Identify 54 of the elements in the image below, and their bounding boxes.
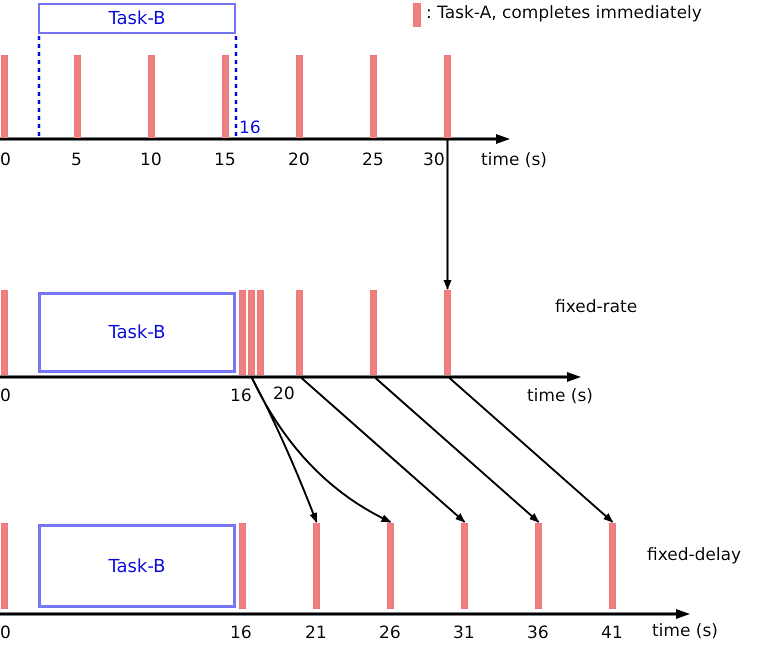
arrow <box>374 377 540 523</box>
tick-label: 16 <box>230 386 252 406</box>
task-bar <box>535 523 542 609</box>
task-bar <box>313 523 320 609</box>
tick-label: 16 <box>230 623 252 643</box>
arrow <box>444 140 452 290</box>
tick-label: 0 <box>0 623 11 643</box>
task-bar <box>1 523 8 609</box>
task-bar <box>148 55 155 138</box>
legend-text: : Task-A, completes immediately <box>426 3 702 23</box>
task-bar <box>239 523 246 609</box>
task-bar <box>1 55 8 138</box>
tick-label: 0 <box>0 386 11 406</box>
axis-label: time (s) <box>527 386 593 406</box>
tick-label: 0 <box>0 150 11 170</box>
task-box: Task-B <box>38 292 236 373</box>
row-label: fixed-rate <box>555 297 638 317</box>
row-label: fixed-delay <box>647 545 742 565</box>
tick-label: 20 <box>288 150 310 170</box>
task-bar <box>296 55 303 138</box>
arrow <box>250 376 392 523</box>
tick-label: 15 <box>214 150 236 170</box>
tick-label: 31 <box>453 623 475 643</box>
tick-label: 5 <box>71 150 82 170</box>
task-bar <box>1 290 8 375</box>
task-bar <box>239 290 246 375</box>
tick-label: 20 <box>273 384 295 404</box>
arrow <box>448 377 614 523</box>
tick-label: 41 <box>601 623 623 643</box>
tick-label: 30 <box>423 150 445 170</box>
axis-label: time (s) <box>481 150 547 170</box>
task-bar <box>257 290 264 375</box>
task-bar <box>248 290 255 375</box>
tick-label: 10 <box>140 150 162 170</box>
task-bar <box>370 55 377 138</box>
task-box: Task-B <box>38 3 236 34</box>
tick-label: 21 <box>305 623 327 643</box>
task-bar <box>444 290 451 375</box>
axis-label: time (s) <box>652 621 718 641</box>
tick-label: 16 <box>239 118 261 138</box>
task-bar <box>74 55 81 138</box>
task-bar <box>296 290 303 375</box>
arrow <box>250 376 318 523</box>
task-box: Task-B <box>38 524 236 608</box>
tick-label: 25 <box>362 150 384 170</box>
task-bar <box>222 55 229 138</box>
tick-label: 36 <box>527 623 549 643</box>
task-bar <box>609 523 616 609</box>
task-bar <box>444 55 451 138</box>
task-bar <box>387 523 394 609</box>
arrow <box>300 377 466 523</box>
tick-label: 26 <box>379 623 401 643</box>
task-bar <box>461 523 468 609</box>
task-bar <box>370 290 377 375</box>
